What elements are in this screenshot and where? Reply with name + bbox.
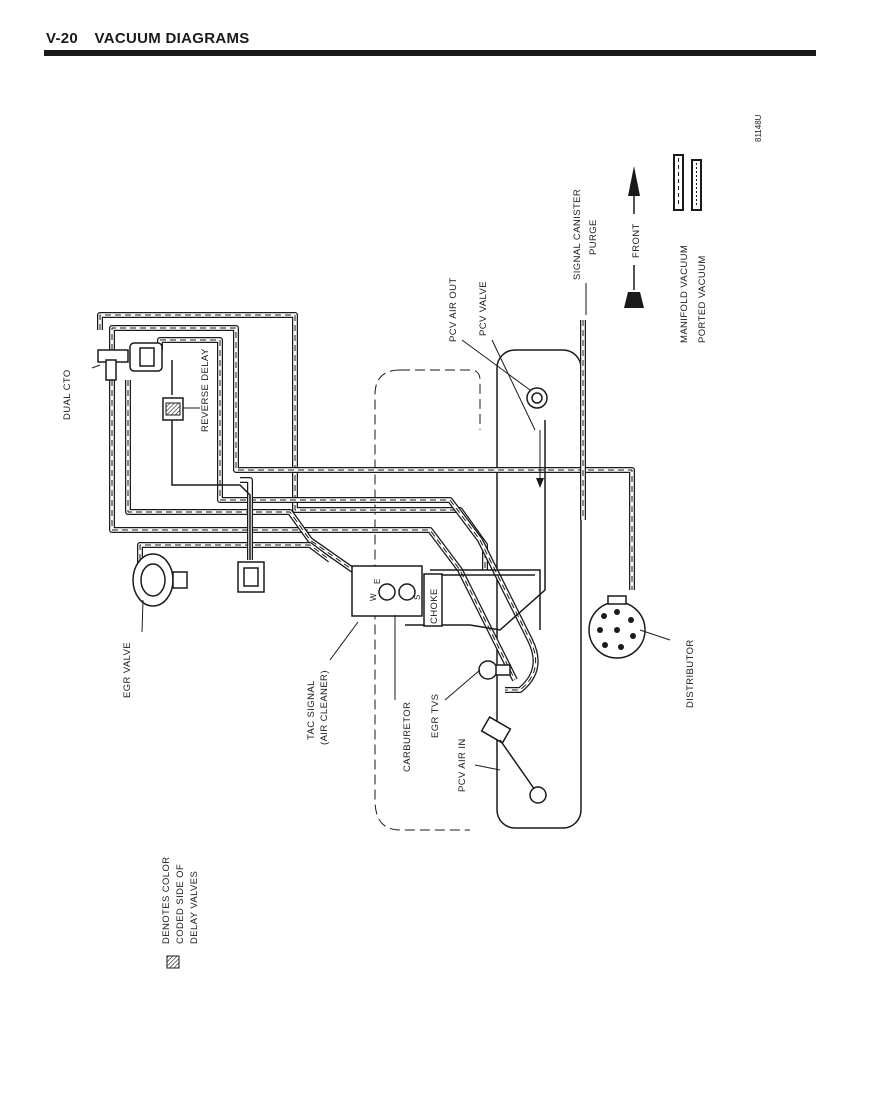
carburetor <box>351 565 443 627</box>
choke-line <box>430 569 541 630</box>
signal-canister-label-2: PURGE <box>588 219 599 255</box>
port-e-label: E <box>373 579 382 584</box>
pcv-valve-port <box>526 387 548 409</box>
front-label: FRONT <box>631 223 642 258</box>
front-indicator: FRONT <box>624 166 644 308</box>
engine-outline <box>374 369 481 831</box>
vacuum-hoses <box>97 312 635 693</box>
carburetor-label: CARBURETOR <box>402 702 413 772</box>
egr-valve-label: EGR VALVE <box>122 642 133 698</box>
page-number: V-20 <box>46 30 79 47</box>
port-w-label: W <box>369 593 378 601</box>
distributor <box>588 595 646 659</box>
pcv-air-in-label: PCV AIR IN <box>457 738 468 792</box>
pcv-flow-arrowhead <box>536 478 544 488</box>
reverse-delay-valve <box>162 397 184 421</box>
reverse-delay-label: REVERSE DELAY <box>200 348 211 432</box>
dual-cto-valve <box>97 342 163 381</box>
leader-lines <box>91 283 671 771</box>
egr-valve <box>132 553 188 607</box>
air-cleaner-outline <box>496 349 582 829</box>
tac-signal-fitting <box>237 561 265 593</box>
signal-canister-label-1: SIGNAL CANISTER <box>572 189 583 280</box>
tac-signal-label-1: TAC SIGNAL <box>306 680 317 740</box>
page-header: V-20 VACUUM DIAGRAMS <box>46 30 250 47</box>
reverse-delay-line <box>171 360 251 560</box>
legend-manifold-vacuum-label: MANIFOLD VACUUM <box>679 245 690 343</box>
pcv-line <box>405 420 546 631</box>
tac-signal-label-2: (AIR CLEANER) <box>319 670 330 745</box>
delay-note-line3: DELAY VALVES <box>189 871 200 944</box>
pcv-air-out-label: PCV AIR OUT <box>448 277 459 342</box>
legend-manifold-vacuum-swatch <box>673 154 684 211</box>
delay-note-line2: CODED SIDE OF <box>175 864 186 944</box>
page-title: VACUUM DIAGRAMS <box>94 30 250 47</box>
egr-tvs <box>478 660 511 680</box>
choke-label: CHOKE <box>429 588 440 624</box>
pcv-air-in-fitting <box>480 716 547 804</box>
dual-cto-label: DUAL CTO <box>62 369 73 420</box>
egr-tvs-label: EGR TVS <box>430 694 441 738</box>
legend-ported-vacuum-label: PORTED VACUUM <box>697 255 708 343</box>
figure-code: 81148U <box>754 114 763 142</box>
distributor-label: DISTRIBUTOR <box>685 639 696 708</box>
delay-note-line1: DENOTES COLOR <box>161 856 172 944</box>
header-rule <box>44 50 816 56</box>
legend-ported-vacuum-swatch <box>691 159 702 211</box>
delay-note-swatch <box>166 955 180 969</box>
port-s-label: S <box>413 595 422 600</box>
pcv-valve-label: PCV VALVE <box>478 281 489 336</box>
